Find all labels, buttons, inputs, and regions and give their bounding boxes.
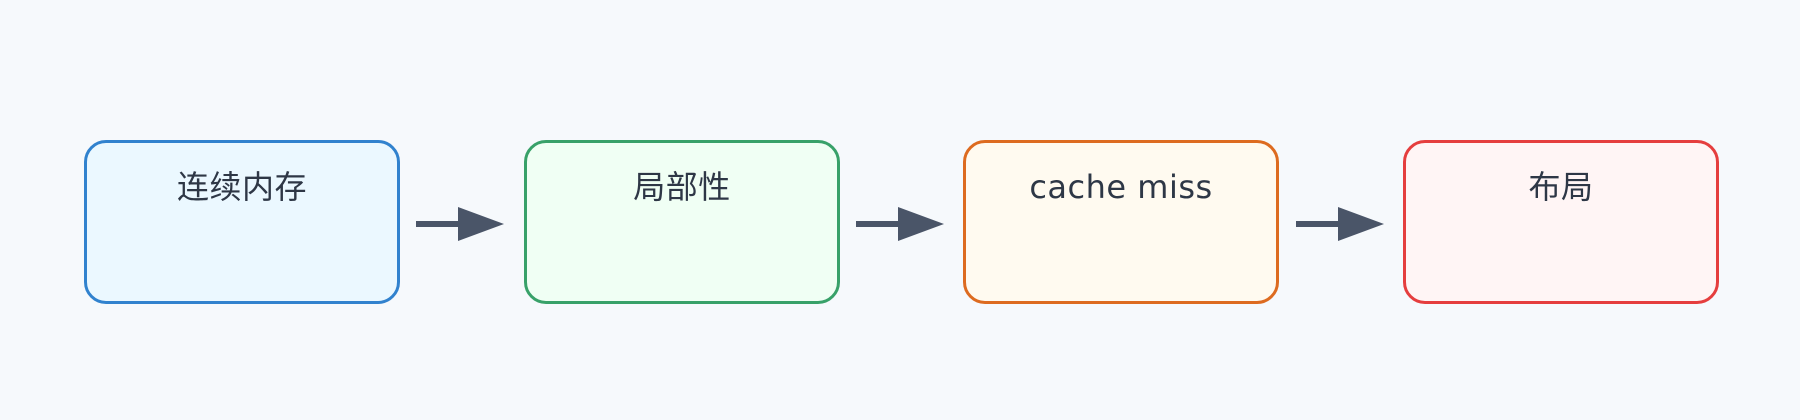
arrow-icon [1296,207,1384,241]
arrow-icon [856,207,944,241]
node-cache-miss: cache miss [963,140,1279,304]
node-label: 布局 [1528,168,1594,206]
node-locality: 局部性 [524,140,840,304]
arrow-icon [416,207,504,241]
node-continuous-memory: 连续内存 [84,140,400,304]
node-layout: 布局 [1403,140,1719,304]
node-label: 连续内存 [176,168,307,206]
node-label: 局部性 [633,168,731,206]
node-label: cache miss [1029,168,1213,206]
